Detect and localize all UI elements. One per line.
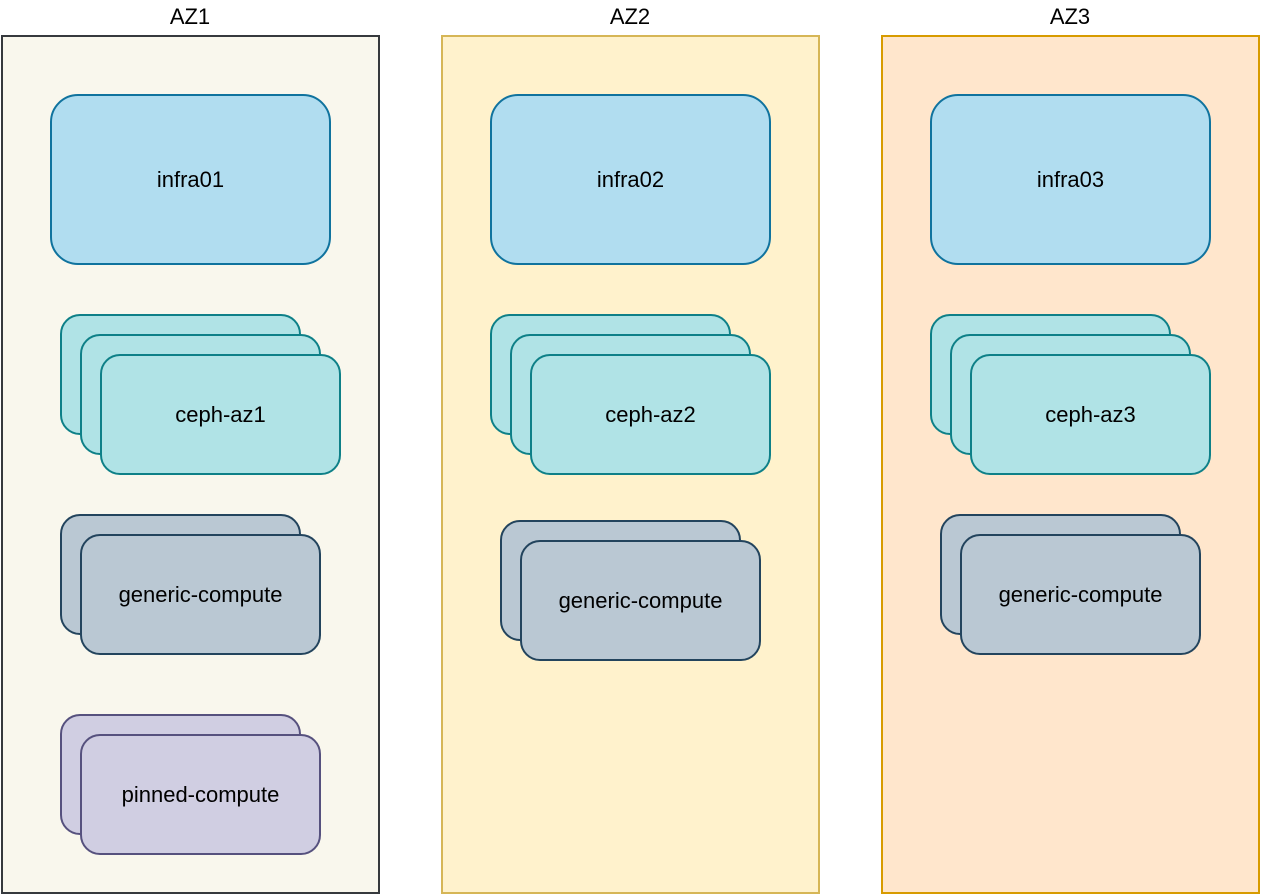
generic-compute-label: generic-compute (558, 587, 723, 613)
generic-compute-label: generic-compute (118, 581, 283, 607)
zone-title-az2: AZ2 (609, 4, 651, 29)
pinned-compute-label: pinned-compute (121, 781, 280, 807)
infra-node-label: infra03 (1036, 166, 1105, 192)
ceph-node-az2[interactable]: ceph-az2 (530, 354, 771, 475)
infra-node-az3[interactable]: infra03 (930, 94, 1211, 265)
generic-compute-node-az2[interactable]: generic-compute (520, 540, 761, 661)
generic-compute-label: generic-compute (998, 581, 1163, 607)
generic-compute-node-az3[interactable]: generic-compute (960, 534, 1201, 655)
infra-node-label: infra02 (596, 166, 665, 192)
zone-title-az1: AZ1 (169, 4, 211, 29)
ceph-node-label: ceph-az2 (605, 401, 696, 427)
infra-node-az2[interactable]: infra02 (490, 94, 771, 265)
ceph-node-az1[interactable]: ceph-az1 (100, 354, 341, 475)
ceph-node-az3[interactable]: ceph-az3 (970, 354, 1211, 475)
infra-node-az1[interactable]: infra01 (50, 94, 331, 265)
zone-title-az3: AZ3 (1049, 4, 1091, 29)
ceph-node-label: ceph-az3 (1045, 401, 1136, 427)
generic-compute-node-az1[interactable]: generic-compute (80, 534, 321, 655)
pinned-compute-node-az1[interactable]: pinned-compute (80, 734, 321, 855)
ceph-node-label: ceph-az1 (175, 401, 266, 427)
infra-node-label: infra01 (156, 166, 225, 192)
